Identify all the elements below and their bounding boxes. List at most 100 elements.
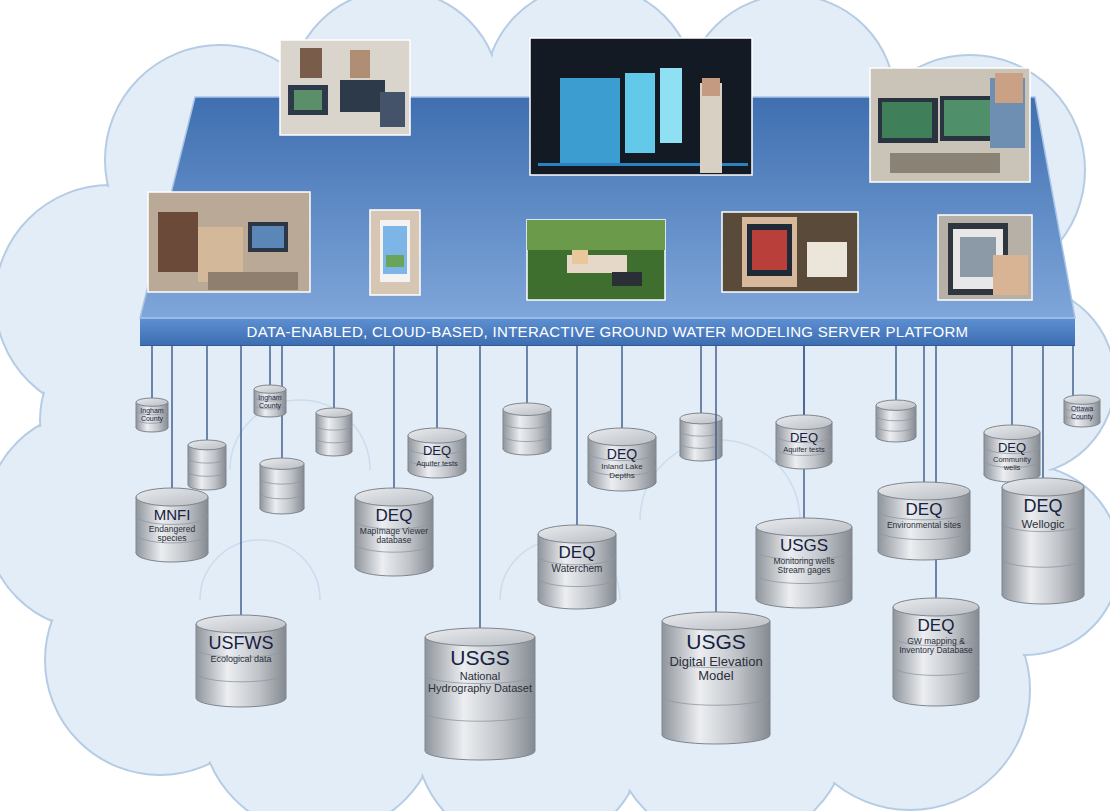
- cylinder-body: [756, 527, 852, 599]
- data-link: [935, 346, 937, 599]
- plain-links: [207, 346, 896, 460]
- data-link: [436, 346, 438, 429]
- dataset-name: Aquifer tests: [411, 460, 463, 468]
- photo-detail: [386, 255, 404, 267]
- cylinder-side: [722, 418, 723, 455]
- cylinder-top: [776, 415, 832, 430]
- data-link: [621, 346, 623, 429]
- cylinder-body: [425, 637, 535, 751]
- cylinder-ring: [425, 712, 535, 721]
- link-line: [526, 346, 528, 405]
- photo-detail: [878, 98, 938, 143]
- source-name: DEQ: [896, 617, 976, 635]
- cylinder-body: [893, 607, 979, 697]
- photo-detail: [300, 48, 322, 78]
- cylinder-label: USGSMonitoring wells Stream gages: [756, 518, 852, 586]
- photo-detail: [158, 212, 198, 272]
- data-link: [479, 346, 481, 629]
- photo-detail: [625, 73, 655, 153]
- cylinder-side: [433, 497, 434, 567]
- cylinder-top: [136, 488, 208, 506]
- cylinder-side: [1002, 487, 1003, 595]
- database-cylinder: [316, 408, 352, 456]
- dataset-name: MapImage Viewer database: [358, 527, 430, 545]
- cylinder-side: [1100, 400, 1101, 423]
- database-cylinder: [260, 458, 304, 514]
- photo-detail: [350, 50, 370, 78]
- link-line: [895, 346, 897, 402]
- dataset-name: Inland Lake Depths: [591, 463, 653, 480]
- data-link: [715, 346, 717, 613]
- data-link: [171, 346, 173, 489]
- database-cylinder: USGSMonitoring wells Stream gages: [756, 518, 852, 608]
- cylinder-ring: [188, 458, 226, 463]
- platform-band: DATA-ENABLED, CLOUD-BASED, INTERACTIVE G…: [140, 318, 1075, 346]
- cylinder-top: [503, 403, 551, 415]
- cylinder-ring: [876, 416, 916, 421]
- source-name: DEQ: [881, 501, 967, 519]
- cylinder-ring: [662, 696, 770, 705]
- dataset-name: National Hydrography Dataset: [428, 671, 532, 694]
- photo-detail: [380, 92, 405, 127]
- cylinder-top: [1064, 395, 1100, 404]
- cylinder-label: DEQGW mapping & Inventory Database: [893, 598, 979, 666]
- dataset-name: Ingham County: [139, 407, 165, 422]
- cylinder-side: [352, 413, 353, 452]
- cylinder-ring: [316, 438, 352, 443]
- cylinder-side: [1084, 487, 1085, 595]
- source-name: DEQ: [987, 441, 1037, 455]
- photo: [722, 212, 858, 292]
- cylinder-ring: [503, 422, 551, 428]
- photo-detail: [527, 220, 665, 250]
- data-link: [151, 346, 153, 399]
- data-link: [393, 346, 395, 489]
- photo-detail: [993, 255, 1028, 295]
- link-line: [700, 346, 702, 415]
- cylinder-side: [226, 445, 227, 485]
- photo: [870, 68, 1030, 182]
- cylinder-top: [538, 525, 616, 543]
- photo-detail: [995, 73, 1023, 103]
- cylinder-side: [355, 497, 356, 567]
- cylinder-label: DEQ Aquifer tests: [408, 428, 466, 477]
- cylinder-top: [355, 488, 433, 506]
- cylinder-side: [254, 389, 255, 413]
- cylinder-label: USGSDigital Elevation Model: [662, 612, 770, 693]
- database-cylinder: USGSNational Hydrography Dataset: [425, 628, 535, 760]
- cylinder-side: [168, 402, 169, 428]
- cylinder-top: [425, 628, 535, 646]
- data-link: [576, 346, 578, 526]
- cylinder-side: [425, 637, 426, 751]
- cylinder-ring: [196, 673, 286, 682]
- cylinder-top: [196, 615, 286, 633]
- photo-detail: [660, 68, 682, 143]
- link-line: [206, 346, 208, 442]
- source-name: DEQ: [411, 444, 463, 458]
- cylinder-ring: [756, 575, 852, 584]
- photo-detail: [890, 153, 1000, 173]
- photo-detail: [252, 226, 284, 248]
- database-cylinder: [876, 400, 916, 442]
- dataset-name: Wellogic: [1005, 518, 1081, 530]
- database-cylinder: DEQ Wellogic: [1002, 478, 1084, 604]
- cylinder-side: [188, 445, 189, 485]
- cylinder-side: [538, 534, 539, 600]
- database-cylinder: USFWSEcological data: [196, 615, 286, 707]
- cylinder-body: [260, 464, 304, 509]
- photo-detail: [572, 250, 588, 264]
- dataset-name: Community wells: [987, 456, 1037, 472]
- photo-frame: [530, 38, 752, 175]
- cylinder-side: [970, 491, 971, 551]
- cylinder-side: [503, 409, 504, 449]
- source-name: DEQ: [1005, 497, 1081, 516]
- cylinder-side: [316, 413, 317, 452]
- cylinder-side: [260, 464, 261, 509]
- dataset-name: Endangered species: [139, 525, 205, 543]
- cylinder-top: [893, 598, 979, 616]
- link-line: [333, 346, 335, 410]
- photo: [280, 40, 410, 135]
- data-link: [1042, 346, 1044, 479]
- cylinder-side: [832, 422, 833, 461]
- data-link: [1011, 346, 1013, 426]
